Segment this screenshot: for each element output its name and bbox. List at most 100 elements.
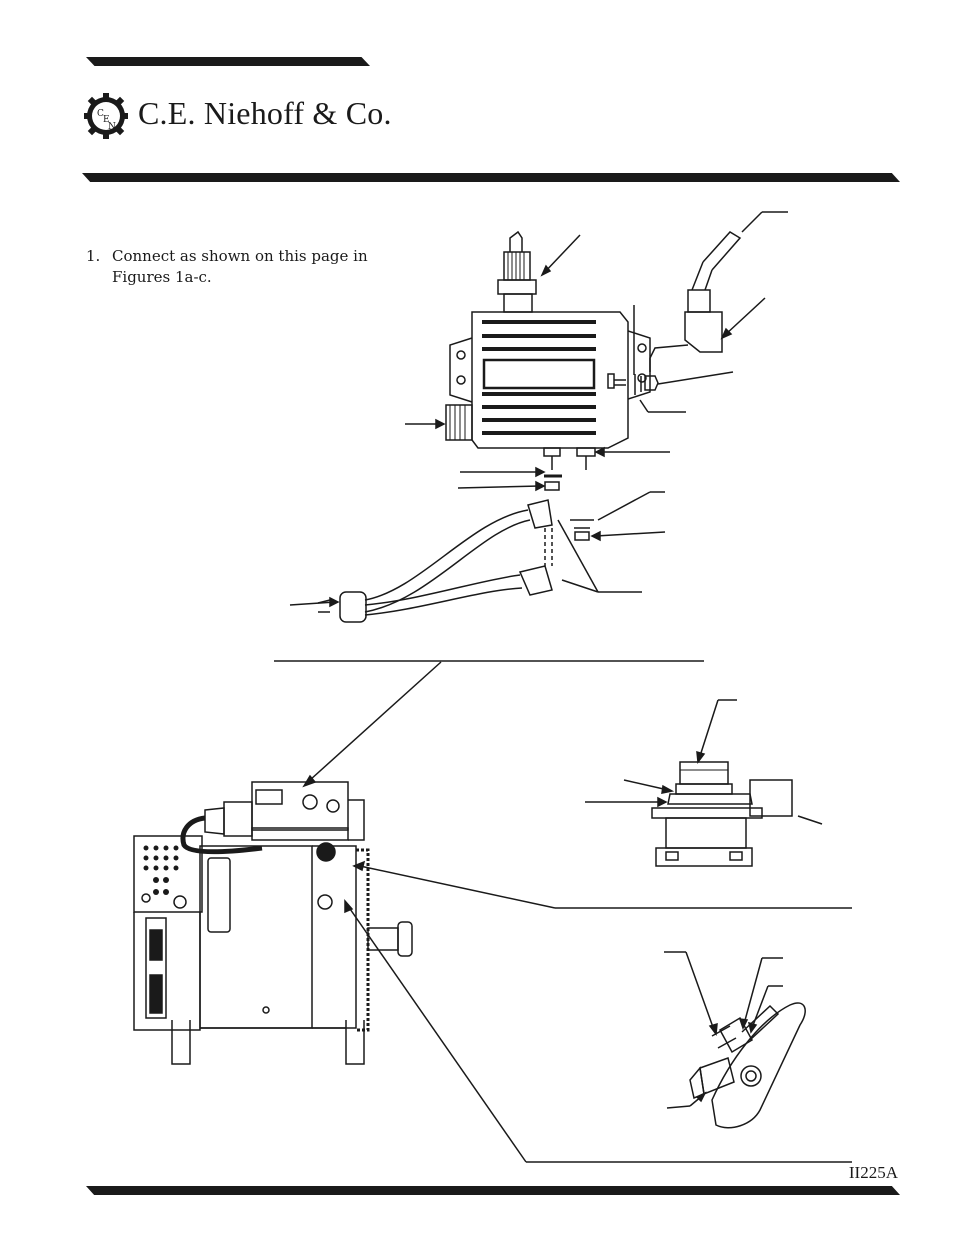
alt-right-connector xyxy=(367,927,399,951)
upper-terminal-lead xyxy=(649,344,689,372)
terminal-block xyxy=(749,779,793,817)
instruction-number: 1. xyxy=(86,247,101,265)
alt-left-housing xyxy=(133,912,201,1031)
alt-body-label xyxy=(207,857,231,933)
flange-hole xyxy=(456,375,466,385)
harness-terminal-1 xyxy=(527,499,553,529)
harness-terminal-2 xyxy=(518,565,553,596)
callout-arrowhead-lower xyxy=(344,899,354,914)
bottom-nut xyxy=(544,481,560,491)
alt-output-stud xyxy=(317,894,333,910)
terminal-mount-slot xyxy=(665,851,679,861)
regulator-left-flange xyxy=(449,337,473,403)
bottom-stud-threads xyxy=(551,456,587,470)
figure-terminal-angled xyxy=(664,951,806,1129)
alt-regulator-side xyxy=(348,799,365,841)
logo-letter-e: E xyxy=(103,115,110,125)
document-code: II225A xyxy=(848,1163,898,1182)
upper-cable-boot xyxy=(687,289,711,313)
harness-nut xyxy=(574,531,590,541)
terminal-base-plate xyxy=(651,807,763,819)
alt-fan-plate xyxy=(133,835,203,913)
terminal-leaders xyxy=(585,699,823,825)
angled-block-side xyxy=(689,1066,705,1100)
right-nut xyxy=(644,375,659,391)
top-connector-wire xyxy=(509,230,523,252)
angled-bearing xyxy=(740,1065,762,1087)
terminal-mount-slot xyxy=(729,851,743,861)
angled-block xyxy=(699,1057,735,1096)
right-terminal-stud xyxy=(614,379,626,386)
alt-body-rivet xyxy=(262,1006,270,1014)
alt-main-body xyxy=(199,845,313,1029)
figure-regulator-exploded xyxy=(289,211,788,623)
angled-housing xyxy=(711,1002,806,1129)
callout-arrowhead-upper xyxy=(352,860,366,872)
terminal-washer xyxy=(675,783,733,795)
callout-line-lower-diag xyxy=(347,905,527,1163)
company-logo: C E N xyxy=(84,92,424,140)
flange-hole xyxy=(637,373,647,383)
alt-fan-holes xyxy=(143,845,179,895)
regulator-body xyxy=(471,311,629,449)
alt-side-connector xyxy=(223,801,253,837)
harness-guide xyxy=(544,528,553,566)
right-terminal xyxy=(607,373,615,389)
alt-fins xyxy=(356,848,370,1032)
alt-foot-right xyxy=(345,1020,365,1065)
alt-foot-left xyxy=(171,1020,191,1065)
alt-regulator-label xyxy=(255,789,283,805)
alt-regulator-stud xyxy=(326,799,340,813)
regulator-label-window xyxy=(482,358,596,390)
flange-hole xyxy=(637,343,647,353)
alt-left-slot-dark xyxy=(149,974,163,1014)
callout-arrowhead xyxy=(302,774,317,788)
harness-sleeve xyxy=(339,591,367,623)
harness-washer xyxy=(570,519,594,529)
angled-leaders xyxy=(664,951,783,1109)
figure-terminal-side xyxy=(585,699,823,867)
terminal-insulator xyxy=(665,817,747,849)
bottom-stud-left xyxy=(543,447,561,457)
angled-nut xyxy=(718,1016,754,1054)
alt-plate-bolt xyxy=(173,895,187,909)
regulator-fins xyxy=(482,320,596,435)
alt-side-plug xyxy=(204,807,225,835)
alt-left-slot-dark xyxy=(149,929,163,961)
flange-hole xyxy=(456,350,466,360)
alt-plate-bolt xyxy=(141,893,151,903)
alt-regulator-stud xyxy=(302,794,318,810)
figure-alternator-assembly xyxy=(133,781,413,1065)
instruction-list: 1. Connect as shown on this page in Figu… xyxy=(86,246,406,288)
right-washer xyxy=(634,374,642,395)
footer-bar xyxy=(86,1186,900,1195)
alt-output-terminal xyxy=(316,842,336,862)
upper-cable-jacket xyxy=(702,231,742,271)
angled-washer xyxy=(711,1025,737,1049)
alt-right-plug xyxy=(397,921,413,957)
callout-line-upper-diag xyxy=(359,865,556,909)
header-long-bar xyxy=(82,173,900,182)
harness-wire-2 xyxy=(364,574,521,606)
header-short-bar xyxy=(86,57,370,66)
alt-cable xyxy=(180,815,263,855)
top-connector-base xyxy=(503,293,533,313)
logo-letter-n: N xyxy=(108,122,116,132)
company-name: C.E. Niehoff & Co. xyxy=(138,95,392,131)
terminal-mount xyxy=(655,847,753,867)
fig1a-leaders xyxy=(289,211,788,608)
harness-wire-1 xyxy=(364,509,529,601)
upper-cable xyxy=(691,261,713,291)
alt-regulator xyxy=(251,781,349,831)
terminal-nut xyxy=(679,761,729,785)
terminal-lug xyxy=(667,793,753,805)
upper-terminal-boot xyxy=(684,311,723,353)
side-connector xyxy=(445,404,473,441)
logo-letter-c: C xyxy=(97,109,104,119)
alt-right-section xyxy=(312,845,357,1029)
top-connector-collar xyxy=(497,279,537,295)
instruction-text: Connect as shown on this page in Figures… xyxy=(112,247,368,286)
alt-left-slot xyxy=(145,917,167,1019)
gear-logo-icon: C E N xyxy=(84,93,128,139)
